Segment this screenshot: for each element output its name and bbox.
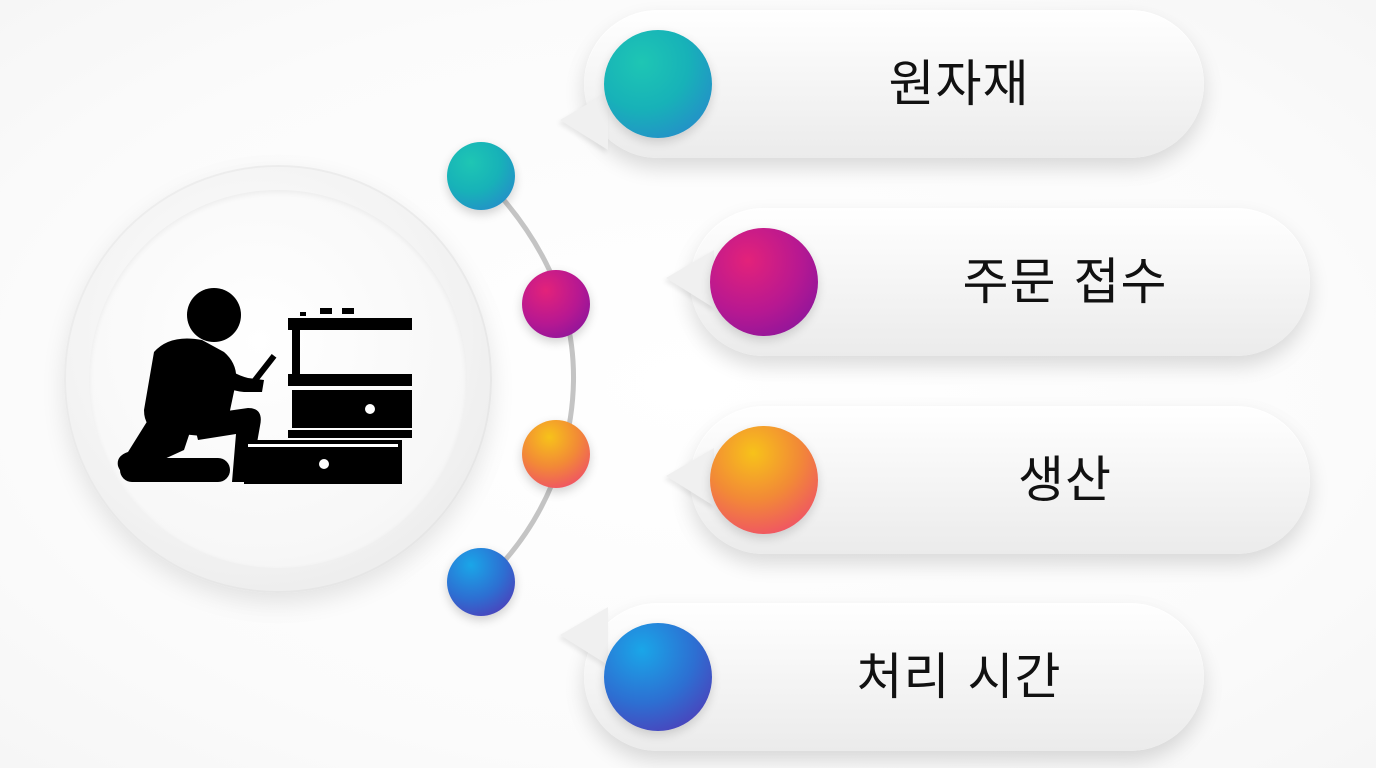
callout-label: 원자재: [888, 55, 1030, 113]
connector-node-2: [522, 270, 590, 338]
callout-label: 주문 접수: [962, 253, 1168, 311]
teal-dot-icon: [604, 30, 712, 138]
callout-label: 처리 시간: [856, 648, 1062, 706]
blue-dot-icon: [604, 623, 712, 731]
callout-pointer: [666, 250, 714, 308]
callout-pointer: [560, 607, 608, 665]
connector-node-1: [447, 142, 515, 210]
callout-production: 생산: [666, 406, 1310, 554]
callout-processing-time: 처리 시간: [560, 603, 1204, 751]
callout-order-intake: 주문 접수: [666, 208, 1310, 356]
callout-label: 생산: [1018, 451, 1112, 509]
orange-dot-icon: [710, 426, 818, 534]
worker-assembling-furniture-icon: [117, 288, 412, 484]
callout-pointer: [560, 92, 608, 150]
magenta-dot-icon: [710, 228, 818, 336]
connector-node-3: [522, 420, 590, 488]
callout-pointer: [666, 448, 714, 506]
connector-node-4: [447, 548, 515, 616]
callout-raw-materials: 원자재: [560, 10, 1204, 158]
